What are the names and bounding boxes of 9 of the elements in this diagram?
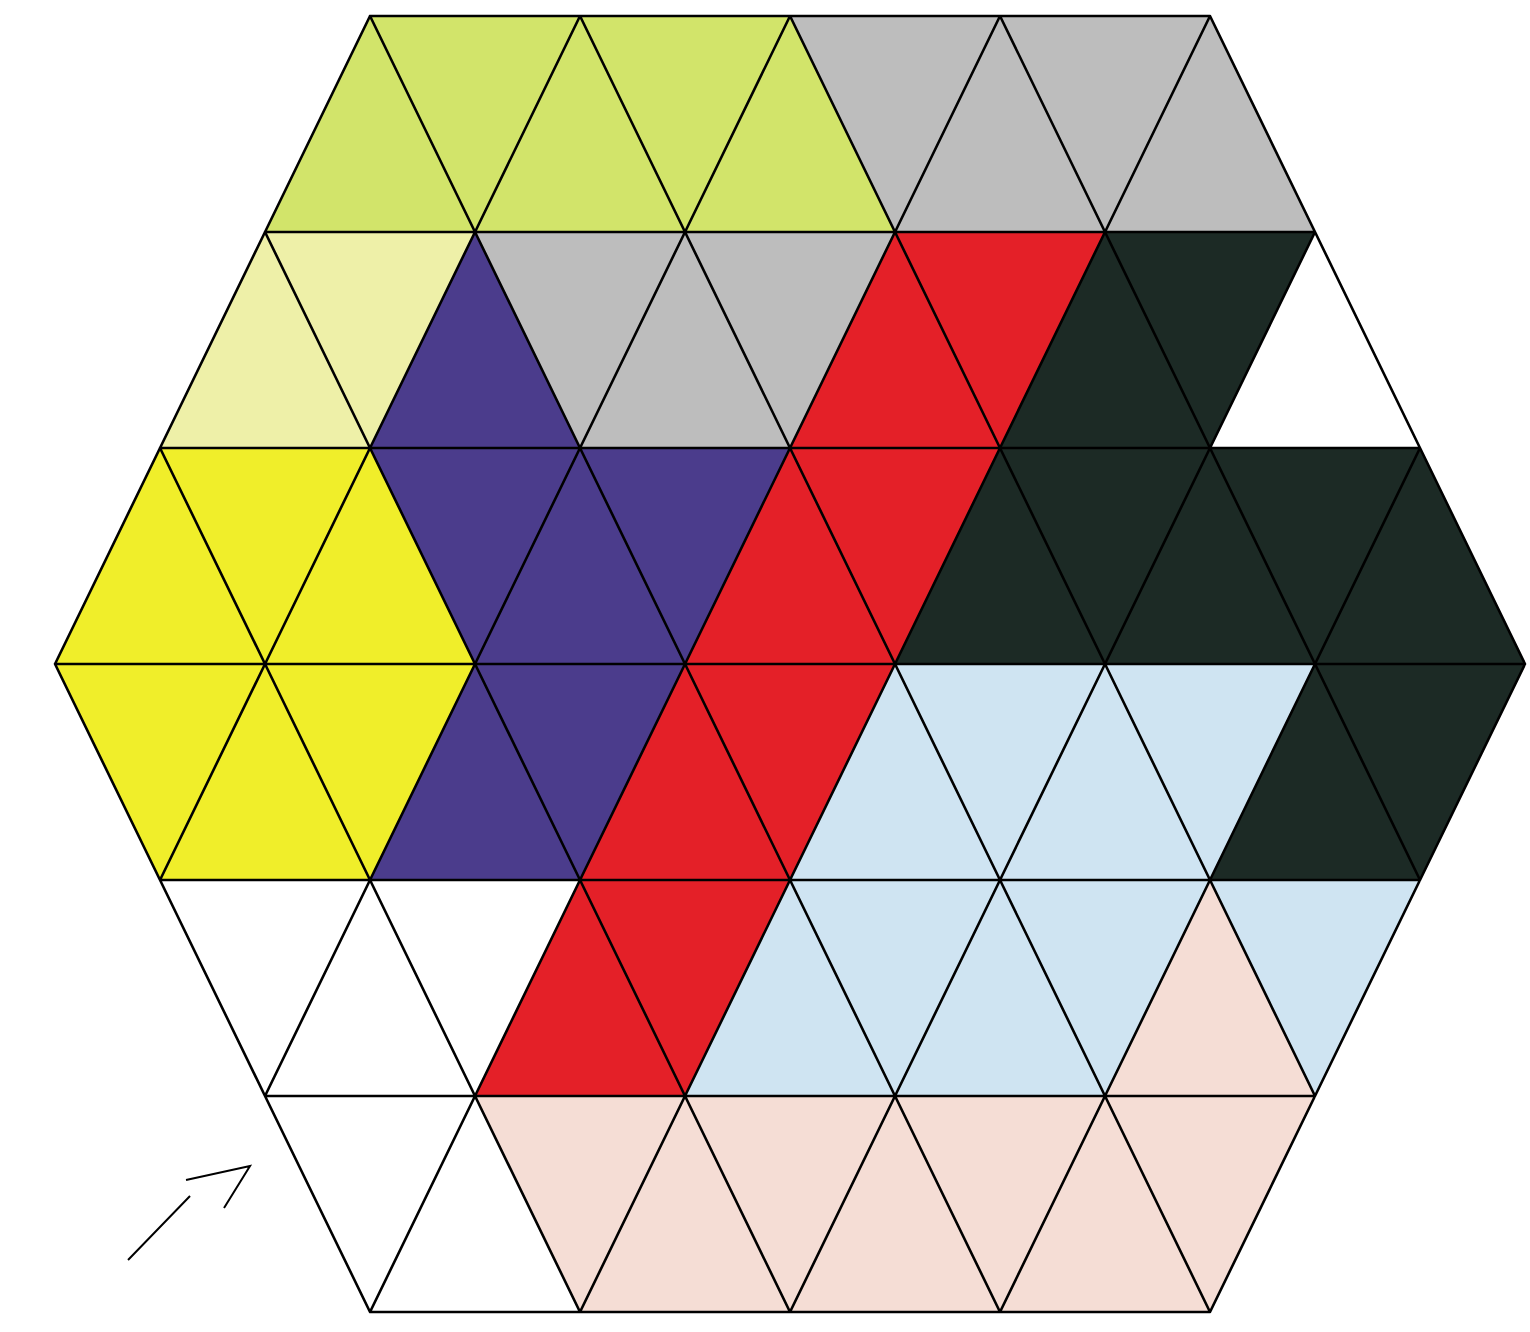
puzzle-piece: [895, 232, 1525, 880]
puzzle-piece: [265, 16, 895, 232]
puzzle-piece: [160, 232, 475, 448]
puzzle-piece: [475, 232, 1105, 1096]
puzzle-piece: [685, 664, 1420, 1096]
puzzle-piece: [55, 448, 475, 880]
puzzle-piece: [475, 16, 1315, 448]
puzzle-piece: [370, 232, 790, 880]
puzzle-piece: [475, 880, 1315, 1312]
